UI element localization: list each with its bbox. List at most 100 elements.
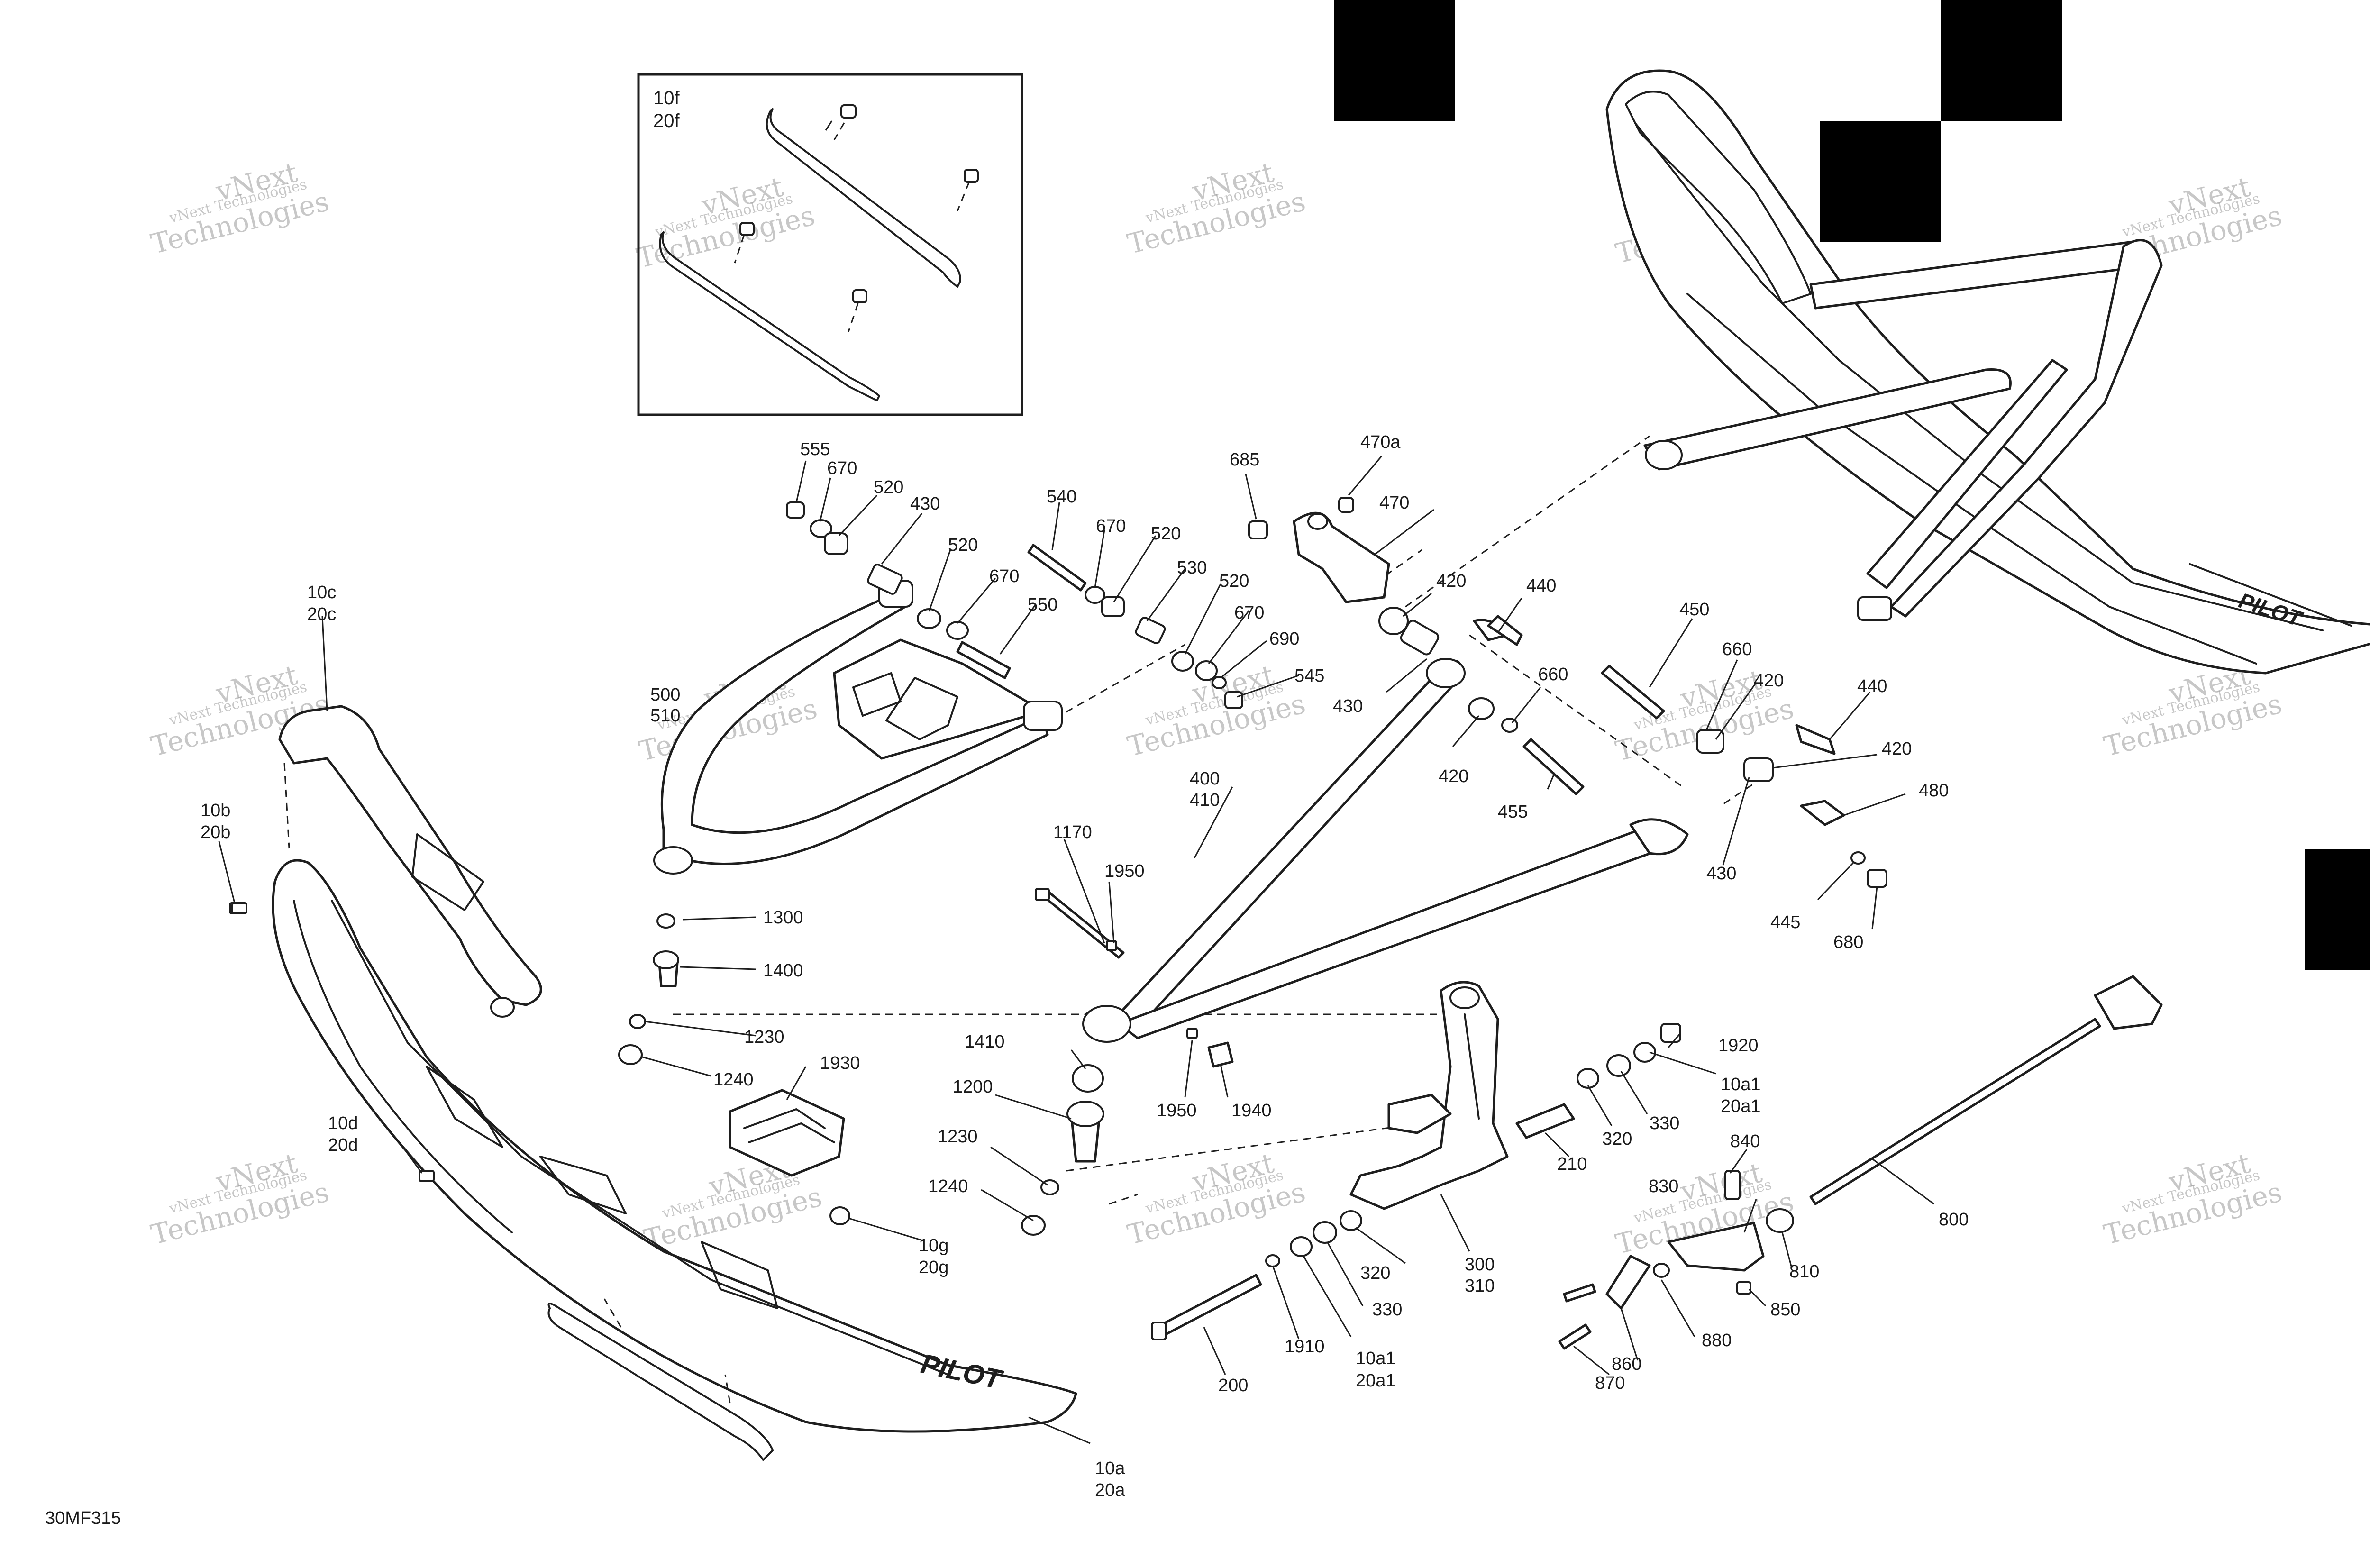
- ski-handle: [278, 705, 542, 1006]
- callout-420: 420: [1882, 739, 1912, 759]
- callout-420: 420: [1439, 766, 1468, 786]
- callout-830: 830: [1649, 1176, 1678, 1196]
- callout-860: 860: [1612, 1354, 1641, 1374]
- figure-code: 30MF315: [45, 1508, 121, 1528]
- callout-20d: 20d: [328, 1135, 358, 1155]
- spindle-pin-hardware-right: [1515, 1023, 1681, 1139]
- callout-500: 500: [650, 685, 680, 705]
- callout-10b: 10b: [201, 801, 230, 820]
- callout-1920: 1920: [1718, 1036, 1759, 1056]
- callout-210: 210: [1557, 1154, 1587, 1174]
- callout-430: 430: [1333, 696, 1363, 716]
- inset-label-20f: 20f: [653, 110, 680, 131]
- runner-lower: [659, 231, 880, 401]
- callout-330: 330: [1372, 1300, 1402, 1320]
- inset-runners: 10f 20f: [637, 73, 1023, 416]
- bracket-470: [1248, 497, 1390, 603]
- callout-670: 670: [827, 458, 857, 478]
- callout-200: 200: [1218, 1376, 1248, 1395]
- callout-20a: 20a: [1095, 1480, 1125, 1500]
- callout-10c: 10c: [307, 583, 336, 602]
- callout-555: 555: [800, 439, 830, 459]
- callout-20a1: 20a1: [1356, 1371, 1396, 1391]
- callout-440: 440: [1857, 676, 1887, 696]
- callout-420: 420: [1436, 571, 1466, 591]
- callout-1170: 1170: [1053, 822, 1092, 842]
- callout-1910: 1910: [1285, 1337, 1325, 1357]
- watermark: vNext Technologies Technologies vNext: [1124, 156, 1309, 261]
- callout-1200: 1200: [953, 1077, 993, 1097]
- callout-10a: 10a: [1095, 1459, 1125, 1478]
- callout-1940: 1940: [1231, 1101, 1272, 1121]
- spindle-300: [1349, 981, 1509, 1210]
- ski-runner: [547, 1303, 774, 1461]
- callout-440: 440: [1526, 576, 1556, 596]
- callout-850: 850: [1770, 1300, 1800, 1320]
- pad-1930: [729, 1089, 845, 1177]
- callout-330: 330: [1650, 1113, 1679, 1133]
- assembled-front-suspension: PILOT: [1605, 69, 2370, 675]
- assembled-upper-arm: [1809, 240, 2156, 310]
- callout-670: 670: [1096, 516, 1126, 536]
- watermark: vNext Technologies Technologies vNext: [634, 171, 818, 275]
- callout-1300: 1300: [763, 908, 803, 928]
- callout-550: 550: [1028, 595, 1057, 615]
- spindle-stack-center: [1021, 1064, 1104, 1236]
- watermark: vNext Technologies Technologies vNext: [1124, 1147, 1309, 1251]
- callout-1950: 1950: [1157, 1101, 1197, 1121]
- callout-400: 400: [1190, 769, 1220, 789]
- callout-870: 870: [1595, 1373, 1625, 1393]
- callout-470a: 470a: [1360, 432, 1401, 452]
- callout-455: 455: [1498, 802, 1528, 822]
- callout-430: 430: [1706, 864, 1736, 884]
- callout-445: 445: [1770, 912, 1800, 932]
- spindle-pin-hardware-left: [1151, 1210, 1362, 1340]
- left-ski: PILOT: [229, 705, 1077, 1461]
- callout-670: 670: [1234, 603, 1264, 623]
- callout-410: 410: [1190, 790, 1220, 810]
- inset-frame: [637, 73, 1023, 416]
- callout-10d: 10d: [328, 1113, 358, 1133]
- callout-10a1: 10a1: [1356, 1349, 1396, 1368]
- leader-lines: [218, 456, 1934, 1444]
- callout-520: 520: [1219, 571, 1249, 591]
- watermark: vNext Technologies Technologies vNext: [148, 1147, 332, 1251]
- callout-1240: 1240: [928, 1176, 968, 1196]
- callout-20g: 20g: [919, 1258, 948, 1277]
- callout-520: 520: [1151, 524, 1181, 544]
- callout-685: 685: [1230, 450, 1259, 470]
- assembled-lower-link: [1866, 359, 2068, 589]
- callout-1230: 1230: [744, 1027, 784, 1047]
- assembled-ski-body: [1605, 69, 2370, 675]
- bolt-1170-group: [1035, 888, 1234, 1068]
- callout-800: 800: [1939, 1210, 1969, 1230]
- callout-670: 670: [989, 566, 1019, 586]
- callout-20b: 20b: [201, 822, 230, 842]
- watermark: vNext Technologies Technologies vNext: [2101, 1147, 2285, 1251]
- upper-a-arm: [653, 580, 1063, 875]
- callout-510: 510: [650, 706, 680, 726]
- callout-20c: 20c: [307, 604, 336, 624]
- callout-840: 840: [1730, 1131, 1760, 1151]
- callout-545: 545: [1294, 666, 1324, 686]
- callout-660: 660: [1538, 665, 1568, 684]
- runner-upper: [766, 108, 961, 288]
- callout-320: 320: [1602, 1129, 1632, 1149]
- callout-labels: 555 670 520 430 520 670 550 540 670 520 …: [45, 432, 1969, 1528]
- registration-block-1: [1334, 0, 1455, 121]
- callout-310: 310: [1465, 1276, 1495, 1296]
- registration-block-4: [2305, 849, 2370, 970]
- callout-300: 300: [1465, 1255, 1495, 1275]
- callout-660: 660: [1722, 639, 1752, 659]
- registration-block-2: [1941, 0, 2062, 121]
- callout-1240: 1240: [713, 1070, 754, 1090]
- assembly-dash-lines: [283, 435, 1764, 1205]
- registration-block-3: [1820, 121, 1941, 242]
- assembled-lower-arm: [1643, 368, 2012, 471]
- spindle-stack-left: [618, 913, 679, 1065]
- callout-810: 810: [1789, 1262, 1819, 1282]
- callout-530: 530: [1177, 558, 1207, 578]
- assembled-spindle: [1890, 239, 2163, 618]
- callout-430: 430: [910, 494, 940, 514]
